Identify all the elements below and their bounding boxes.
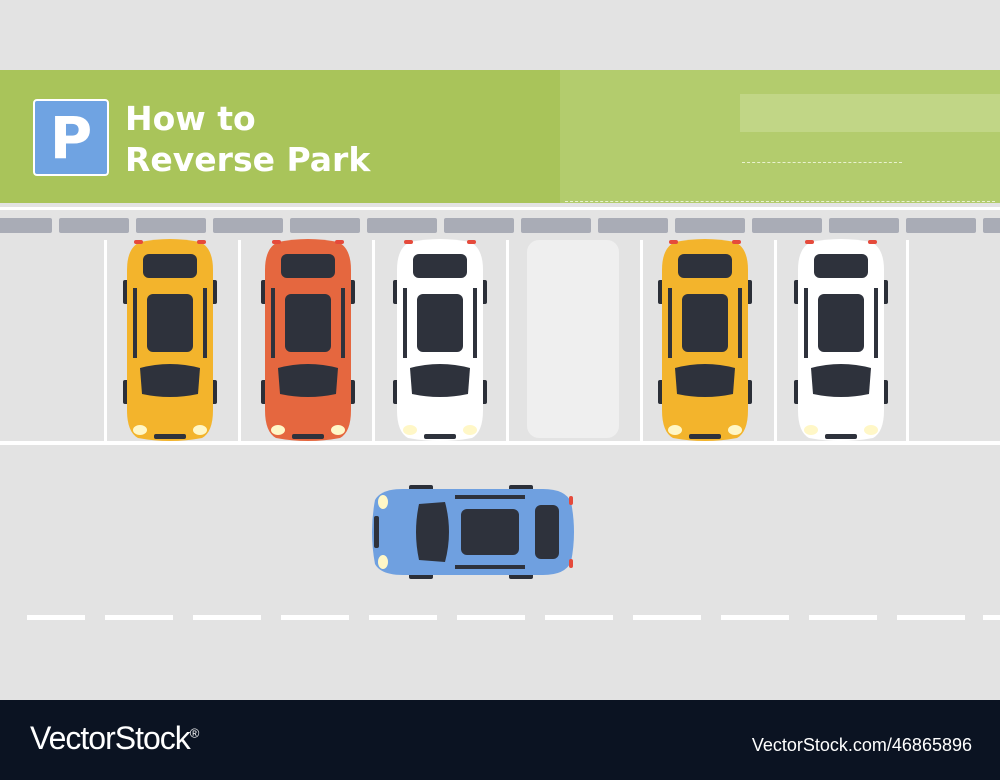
parked-car-white-1: [393, 239, 487, 441]
watermark-footer: [0, 700, 1000, 780]
parked-car-red: [261, 239, 355, 441]
header-banner: [0, 70, 1000, 203]
parked-car-yellow-2: [658, 239, 752, 441]
empty-parking-slot: [527, 240, 619, 438]
parked-car-yellow-1: [123, 239, 217, 441]
registered-mark: ®: [189, 725, 200, 741]
moving-car-blue: [372, 485, 574, 579]
parking-sign-icon: P: [33, 99, 109, 176]
parked-car-white-2: [794, 239, 888, 441]
watermark-id: VectorStock.com/46865896: [751, 735, 972, 755]
watermark-brand: VectorStock®: [30, 720, 200, 756]
page-title: How to Reverse Park: [125, 99, 371, 179]
